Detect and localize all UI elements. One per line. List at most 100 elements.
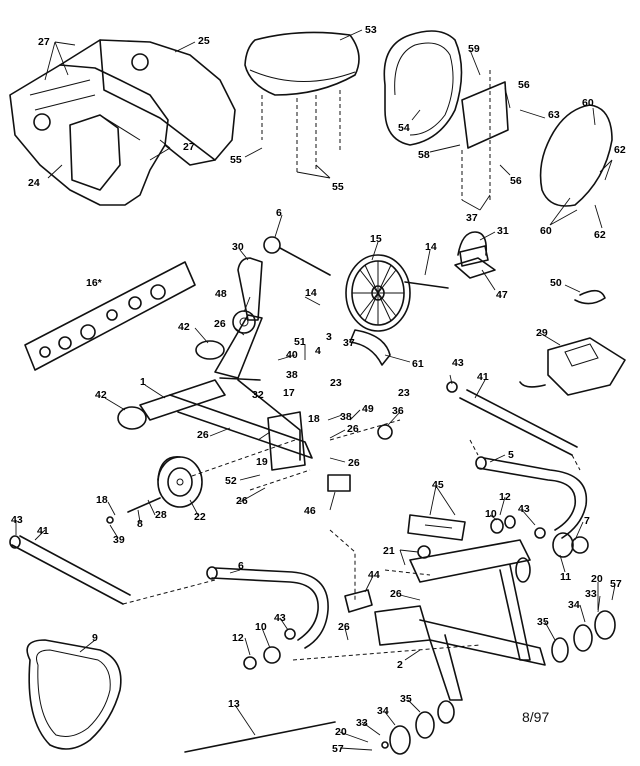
- callout-label: 42: [178, 321, 190, 333]
- callout-label: 7: [584, 515, 590, 527]
- callout-label: 60: [582, 97, 594, 109]
- hardware-strip: [24, 261, 196, 371]
- rear-wheel: [157, 456, 203, 508]
- right-wheel-stack: [490, 515, 616, 663]
- left-shroud: [9, 39, 236, 206]
- callout-label: 43: [452, 357, 464, 369]
- callout-label: 58: [418, 149, 430, 161]
- callout-label: 37: [466, 212, 478, 224]
- handlebar-left: [206, 566, 329, 649]
- callout-label: 29: [536, 327, 548, 339]
- main-frame: [117, 314, 313, 471]
- callout-label: 28: [155, 509, 167, 521]
- callout-label: 63: [548, 109, 560, 121]
- callout-label: 40: [286, 349, 298, 361]
- callout-label: 46: [304, 505, 316, 517]
- small-hardware: [243, 424, 589, 670]
- callout-label: 62: [594, 229, 606, 241]
- callout-label: 35: [537, 616, 549, 628]
- pedal: [454, 231, 496, 279]
- console: [519, 337, 626, 396]
- callout-label: 38: [340, 411, 352, 423]
- callout-label: 27: [183, 141, 195, 153]
- callout-label: 17: [283, 387, 295, 399]
- callout-label: 33: [356, 717, 368, 729]
- seat-post-handle: [237, 236, 331, 321]
- callout-label: 32: [252, 389, 264, 401]
- callout-label: 37: [343, 337, 355, 349]
- callout-label: 10: [485, 508, 497, 520]
- callout-label: 45: [432, 479, 444, 491]
- handlebar-right: [475, 456, 588, 539]
- callout-label: 50: [550, 277, 562, 289]
- drive-belt: [26, 639, 122, 750]
- seat: [244, 31, 360, 175]
- callout-label: 20: [591, 573, 603, 585]
- callout-label: 12: [232, 632, 244, 644]
- callout-label: 26: [348, 457, 360, 469]
- callout-label: 11: [560, 571, 571, 583]
- tube-left: [9, 535, 131, 605]
- callout-label: 14: [425, 241, 437, 253]
- callout-label: 6: [276, 207, 282, 219]
- callout-label: 23: [398, 387, 410, 399]
- callout-label: 52: [225, 475, 237, 487]
- callout-label: 44: [368, 569, 380, 581]
- front-frame: [374, 514, 546, 701]
- callout-label: 21: [383, 545, 395, 557]
- callout-label: 18: [96, 494, 108, 506]
- date-code: 8/97: [522, 709, 549, 725]
- callout-label: 16*: [86, 277, 103, 289]
- callout-label: 55: [230, 154, 242, 166]
- left-axle-hardware: [106, 439, 296, 524]
- callout-label: 53: [365, 24, 377, 36]
- callout-label: 19: [256, 456, 268, 468]
- callout-label: 56: [510, 175, 522, 187]
- backrest-assembly: [383, 30, 613, 207]
- callout-label: 14: [305, 287, 317, 299]
- callout-label: 60: [540, 225, 552, 237]
- callout-label: 57: [332, 743, 344, 755]
- callout-label: 22: [194, 511, 206, 523]
- callout-label: 26: [197, 429, 209, 441]
- cable: [574, 289, 606, 305]
- callout-label: 34: [377, 705, 389, 717]
- callout-label: 18: [308, 413, 320, 425]
- callout-label: 47: [496, 289, 508, 301]
- callout-label: 61: [412, 358, 424, 370]
- callout-label: 49: [362, 403, 374, 415]
- callout-label: 39: [113, 534, 125, 546]
- callout-label: 5: [508, 449, 514, 461]
- callout-label: 26: [214, 318, 226, 330]
- belt-segment: [349, 329, 391, 366]
- callout-label: 24: [28, 177, 40, 189]
- callout-label: 6: [238, 560, 244, 572]
- callout-label: 55: [332, 181, 344, 193]
- callout-label: 34: [568, 599, 580, 611]
- callout-label: 43: [518, 503, 530, 515]
- callout-label: 26: [236, 495, 248, 507]
- callout-label: 48: [215, 288, 227, 300]
- leader-lines: [15, 29, 616, 751]
- callout-label: 26: [390, 588, 402, 600]
- callout-label: 41: [477, 371, 489, 383]
- callout-label: 59: [468, 43, 480, 55]
- callout-label: 13: [228, 698, 240, 710]
- bottom-wheel-stack: [381, 700, 455, 755]
- callout-label: 10: [255, 621, 267, 633]
- callout-label: 51: [294, 336, 306, 348]
- callout-label: 35: [400, 693, 412, 705]
- tube-right: [446, 381, 578, 456]
- callout-label: 43: [11, 514, 23, 526]
- callout-label: 12: [499, 491, 511, 503]
- callout-label: 23: [330, 377, 342, 389]
- callout-label: 4: [315, 345, 321, 357]
- callout-label: 38: [286, 369, 298, 381]
- callout-label: 2: [397, 659, 403, 671]
- callout-label: 33: [585, 588, 597, 600]
- callout-label: 25: [198, 35, 210, 47]
- callout-label: 42: [95, 389, 107, 401]
- callout-label: 20: [335, 726, 347, 738]
